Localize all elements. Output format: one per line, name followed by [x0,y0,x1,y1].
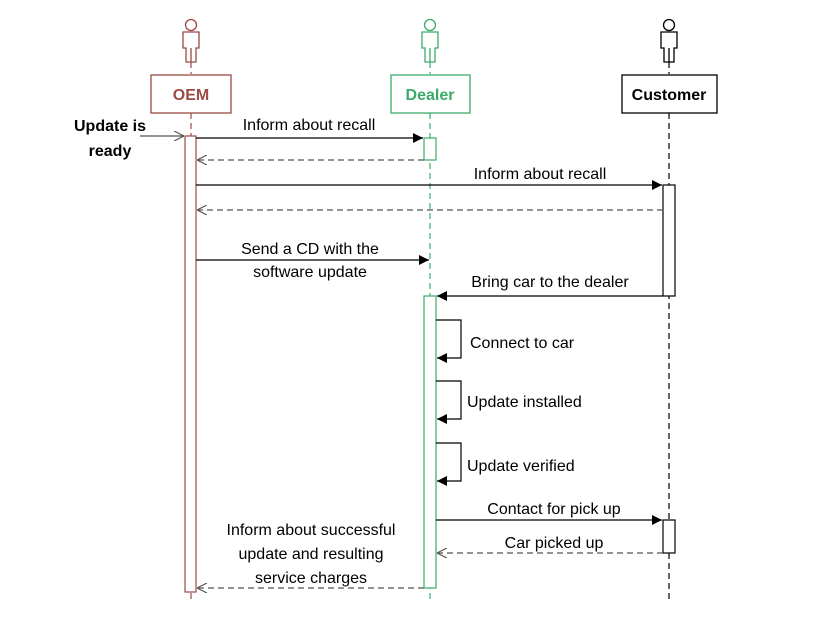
customer-actor-icon [660,18,678,63]
oem-actor-icon [182,18,200,63]
oem-actor-box [150,74,232,114]
message-label-successful-line1: Inform about successful [227,522,396,539]
message-label-bring-car: Bring car to the dealer [471,274,629,291]
customer-actor-label: Customer [632,87,707,104]
customer-activation-bar-2 [662,519,676,554]
self-message-label-installed: Update installed [467,394,582,411]
message-label-successful-line3: service charges [255,570,367,587]
self-message-arrow-installed [436,380,462,424]
message-label-inform-dealer: Inform about recall [243,117,376,134]
self-message-label-verified: Update verified [467,458,575,475]
message-label-car-picked-up: Car picked up [505,535,604,552]
trigger-label-line2: ready [89,143,132,160]
dealer-actor-label: Dealer [406,87,455,104]
trigger-label-line1: Update is [74,118,146,135]
message-label-contact-pickup: Contact for pick up [487,501,621,518]
oem-activation-bar [184,135,197,593]
message-label-successful-line2: update and resulting [239,546,384,563]
dealer-actor-icon [421,18,439,63]
self-message-arrow-verified [436,442,462,486]
message-label-send-cd-line2: software update [253,264,367,281]
dealer-activation-bar-2 [423,295,437,589]
message-label-inform-customer: Inform about recall [474,166,607,183]
self-message-label-connect: Connect to car [470,335,575,352]
message-label-send-cd-line1: Send a CD with the [241,241,379,258]
customer-activation-bar-1 [662,184,676,297]
oem-actor-label: OEM [173,87,209,104]
self-message-arrow-connect [436,319,462,363]
dealer-activation-bar-1 [423,137,437,161]
customer-actor-box [621,74,718,114]
